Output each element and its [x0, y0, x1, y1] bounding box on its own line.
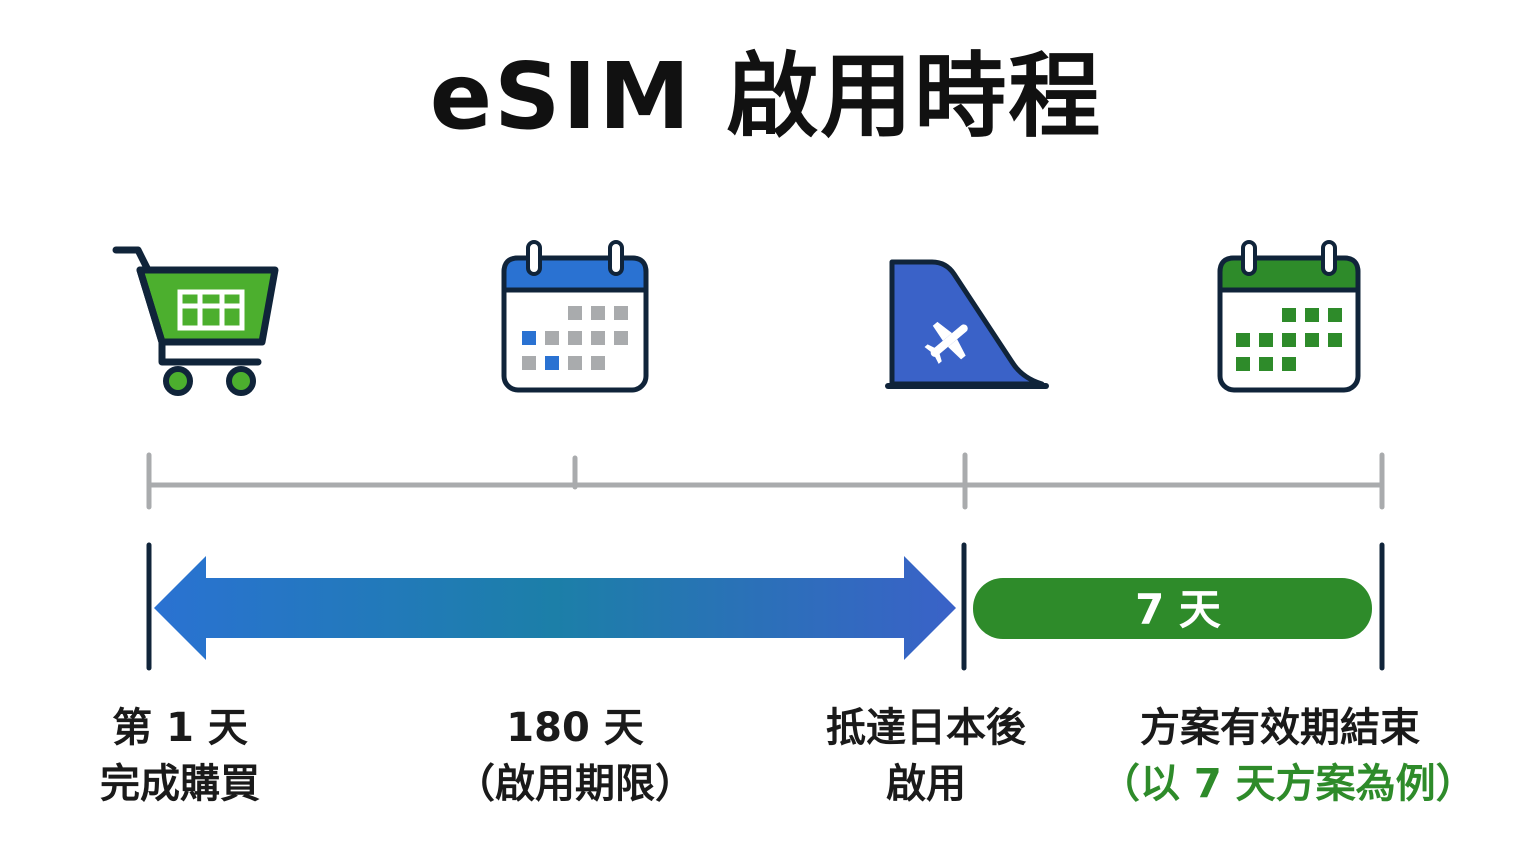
label-arrival: 抵達日本後 啟用	[800, 700, 1052, 812]
calendar-blue-icon	[501, 240, 649, 393]
period-markers	[146, 542, 1385, 671]
label-plan-end-example: （以 7 天方案為例）	[1100, 761, 1476, 807]
plan-duration-label: 7 天	[1135, 585, 1221, 634]
label-plan-end: 方案有效期結束 （以 7 天方案為例）	[1100, 700, 1476, 812]
label-arrival-line2: 啟用	[886, 761, 966, 807]
page-title: eSIM 啟用時程	[429, 43, 1103, 150]
airplane-tail-icon	[885, 259, 1049, 389]
plan-duration-bar	[973, 578, 1372, 639]
label-purchase-text: 完成購買	[100, 761, 260, 807]
calendar-green-icon	[1217, 240, 1361, 393]
label-plan-end-line1: 方案有效期結束	[1140, 705, 1420, 751]
label-deadline-days: 180 天	[506, 705, 644, 751]
label-deadline: 180 天 （啟用期限）	[440, 700, 710, 812]
shopping-cart-icon	[112, 246, 279, 396]
label-purchase-day: 第 1 天	[112, 705, 248, 751]
label-purchase: 第 1 天 完成購買	[60, 700, 300, 812]
timeline-axis	[146, 452, 1385, 510]
activation-window-arrow	[154, 556, 956, 660]
label-deadline-text: （啟用期限）	[455, 761, 695, 807]
label-arrival-line1: 抵達日本後	[826, 705, 1026, 751]
